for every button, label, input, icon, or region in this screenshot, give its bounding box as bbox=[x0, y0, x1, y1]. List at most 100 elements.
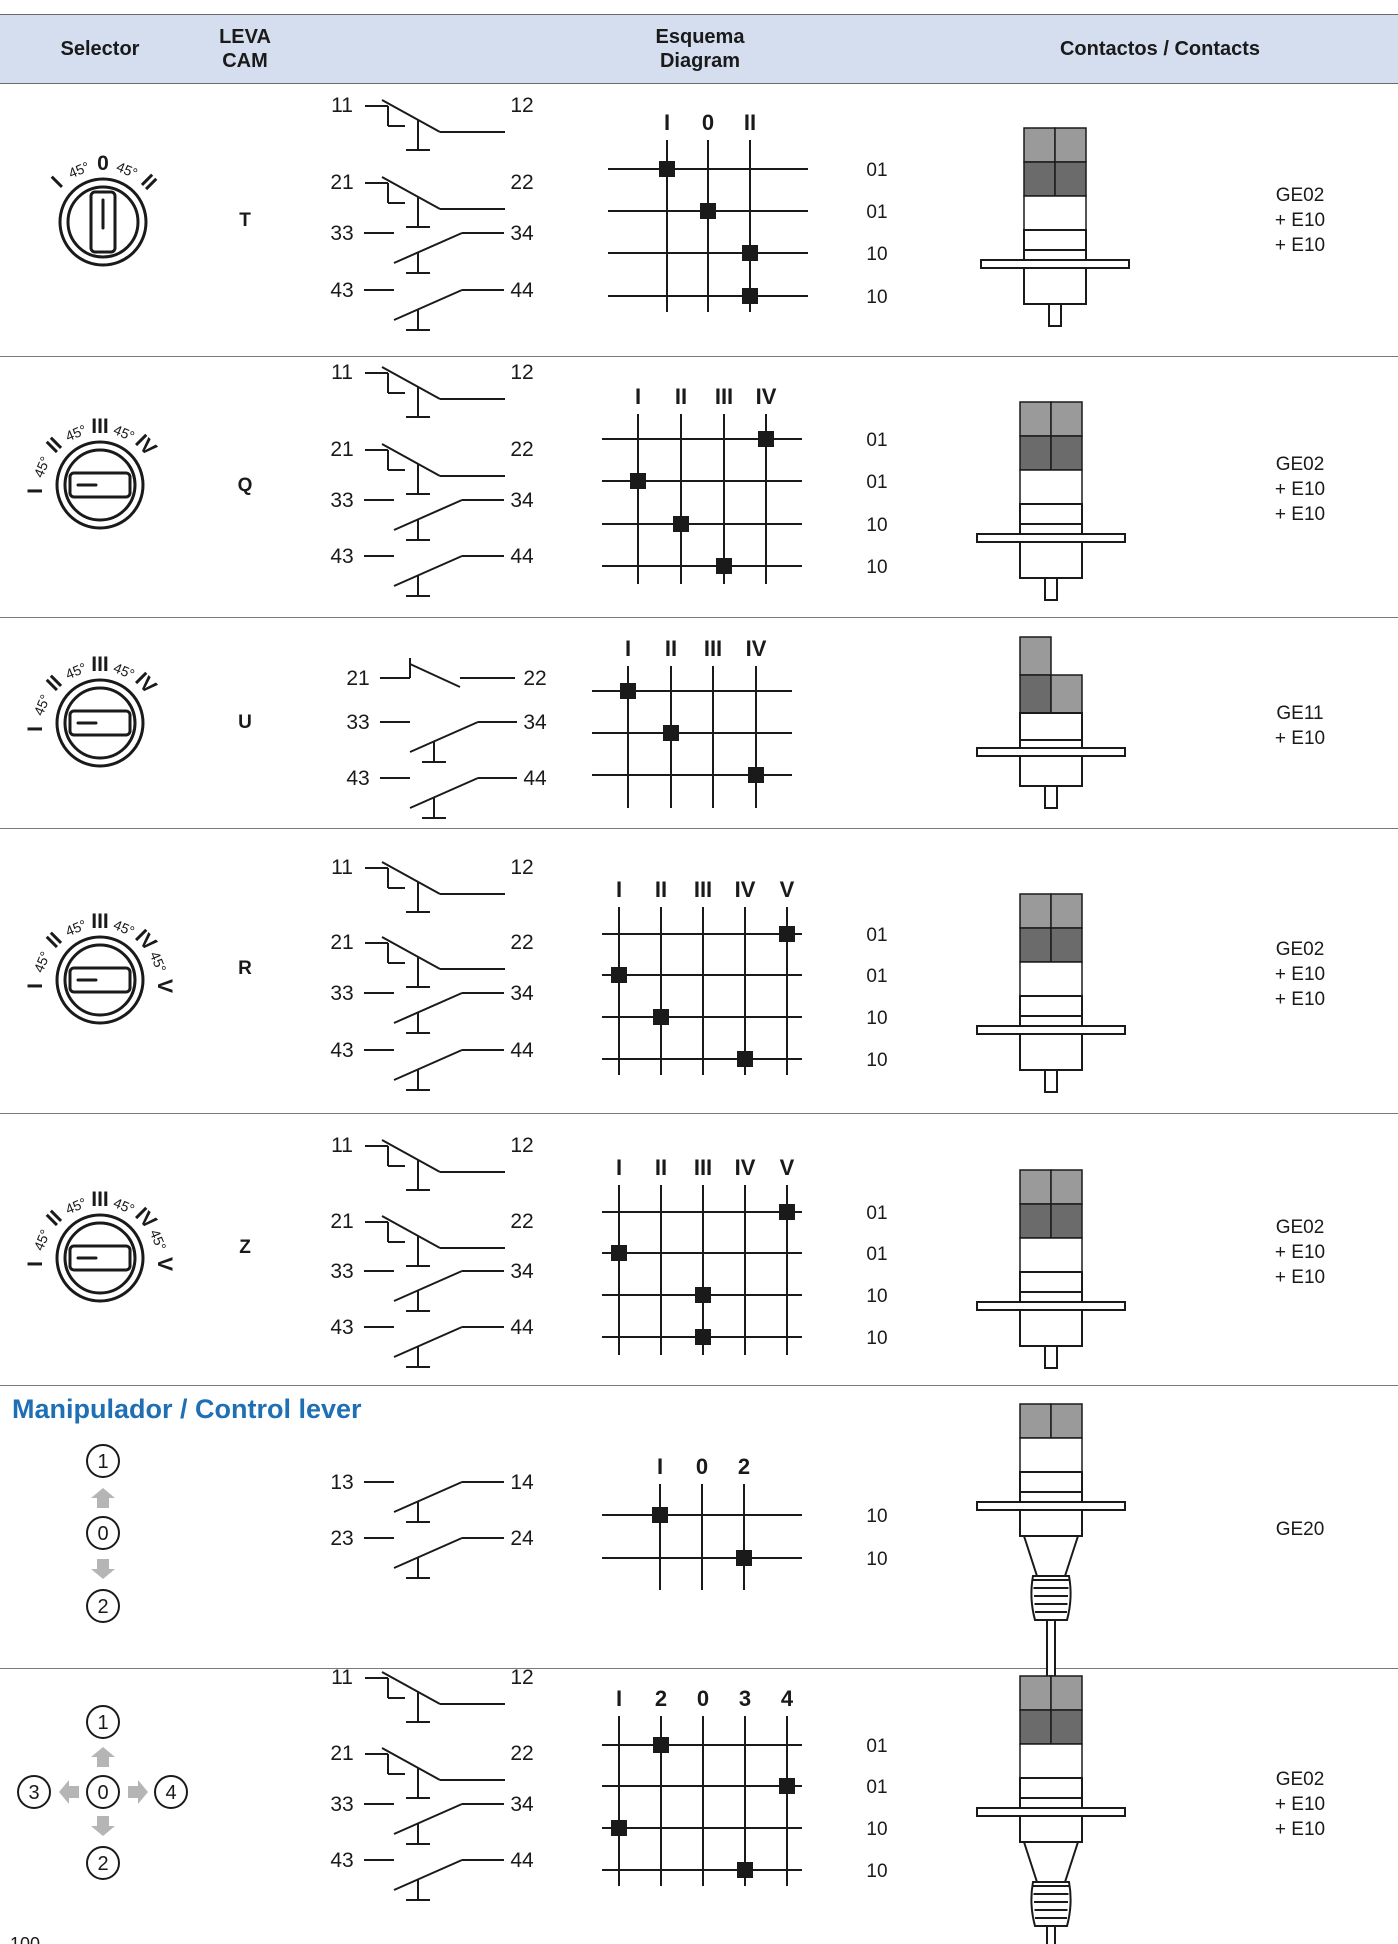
contact-code: 01 bbox=[866, 202, 887, 223]
terminal-label: 44 bbox=[510, 1849, 534, 1872]
position-label: 0 bbox=[697, 1686, 709, 1711]
terminal-label: 33 bbox=[330, 1260, 353, 1283]
dial-position-label: IV bbox=[130, 668, 160, 698]
position-label: 4 bbox=[781, 1686, 794, 1711]
row-divider bbox=[0, 828, 1398, 829]
contact-block bbox=[1019, 961, 1083, 997]
position-label: V bbox=[780, 1155, 795, 1180]
cam-code: Q bbox=[237, 475, 253, 496]
contact-block bbox=[1050, 1169, 1083, 1205]
contacts-spec: GE02+ E10+ E10 bbox=[1274, 1769, 1326, 1840]
cam-code: Z bbox=[239, 1237, 251, 1258]
terminal-label: 44 bbox=[510, 545, 534, 568]
switching-point bbox=[630, 473, 646, 489]
terminal-label: 11 bbox=[331, 94, 353, 117]
position-label: I bbox=[635, 384, 641, 409]
adapter-plate bbox=[1019, 1271, 1083, 1293]
dial-handle bbox=[68, 709, 132, 737]
terminal-label: 22 bbox=[510, 1742, 533, 1765]
contact-blade bbox=[393, 1803, 463, 1835]
contact-blade bbox=[381, 861, 441, 895]
lever-position-circle bbox=[86, 1705, 120, 1739]
terminal-label: 13 bbox=[330, 1471, 353, 1494]
lever-boot bbox=[1022, 1535, 1080, 1577]
contact-block-stack bbox=[980, 127, 1130, 327]
switching-point bbox=[716, 558, 732, 574]
contact-block bbox=[1019, 1237, 1083, 1273]
lever-rod bbox=[1046, 1925, 1056, 1944]
lever-position-circle bbox=[86, 1444, 120, 1478]
lever-position-circle bbox=[86, 1775, 120, 1809]
lever-position-label: 2 bbox=[97, 1596, 108, 1618]
lever-position-label: 3 bbox=[28, 1782, 39, 1804]
terminal-label: 21 bbox=[330, 438, 353, 461]
terminal-label: 22 bbox=[510, 171, 533, 194]
contact-code: 10 bbox=[866, 1549, 887, 1570]
contact-code: 01 bbox=[866, 1244, 887, 1265]
arrow-shape bbox=[91, 1559, 115, 1579]
adapter-plate bbox=[1019, 1777, 1083, 1799]
dial-position-label: II bbox=[42, 1206, 67, 1231]
contact-block bbox=[1054, 161, 1087, 197]
lever-position-label: 1 bbox=[97, 1451, 108, 1473]
cam-code: U bbox=[238, 712, 252, 733]
terminal-label: 44 bbox=[510, 1039, 534, 1062]
switching-point bbox=[653, 1009, 669, 1025]
operator-body bbox=[1019, 1309, 1083, 1347]
arrow-shape bbox=[128, 1780, 148, 1804]
arrow-shape bbox=[59, 1780, 79, 1804]
terminal-label: 33 bbox=[330, 1793, 353, 1816]
contact-block bbox=[1019, 1403, 1052, 1439]
contact-code: 10 bbox=[866, 1819, 887, 1840]
contact-block bbox=[1050, 1203, 1083, 1239]
contact-block bbox=[1019, 1675, 1052, 1711]
switching-point bbox=[758, 431, 774, 447]
dial-position-label: I bbox=[24, 983, 47, 989]
dial-position-label: I bbox=[47, 172, 67, 192]
contact-blade bbox=[381, 99, 441, 133]
mounting-flange bbox=[976, 1025, 1126, 1035]
contact-code: 01 bbox=[866, 472, 887, 493]
mounting-flange bbox=[976, 1807, 1126, 1817]
contact-code: 10 bbox=[866, 287, 887, 308]
dial-degree-label: 45° bbox=[147, 949, 170, 975]
position-label: V bbox=[780, 877, 795, 902]
header-selector: Selector bbox=[60, 38, 140, 60]
lever-position-label: 4 bbox=[165, 1782, 176, 1804]
terminal-label: 12 bbox=[510, 94, 533, 117]
switching-point bbox=[737, 1051, 753, 1067]
adapter-plate bbox=[1019, 1797, 1083, 1809]
switching-point bbox=[653, 1737, 669, 1753]
switching-point bbox=[611, 1820, 627, 1836]
position-label: I bbox=[664, 110, 670, 135]
terminal-label: 21 bbox=[330, 1742, 353, 1765]
position-label: IV bbox=[735, 1155, 756, 1180]
position-label: 2 bbox=[738, 1454, 750, 1479]
dial-position-label: II bbox=[42, 433, 67, 458]
contact-blade bbox=[381, 366, 441, 400]
dial-handle bbox=[68, 1244, 132, 1272]
dial-degree-label: 45° bbox=[114, 158, 140, 181]
terminal-label: 43 bbox=[330, 1316, 353, 1339]
terminal-label: 21 bbox=[346, 667, 369, 690]
contact-blade bbox=[409, 777, 479, 809]
contacts-spec: GE02+ E10+ E10 bbox=[1274, 1217, 1326, 1288]
contact-blade bbox=[393, 1049, 463, 1081]
position-label: IV bbox=[756, 384, 777, 409]
terminal-label: 33 bbox=[330, 222, 353, 245]
dial-position-label: I bbox=[24, 488, 47, 494]
row-divider bbox=[0, 356, 1398, 357]
lever-bellows bbox=[1030, 1881, 1072, 1927]
position-label: II bbox=[655, 877, 667, 902]
contacts-spec: GE02+ E10+ E10 bbox=[1274, 939, 1326, 1010]
contacts-spec: GE02+ E10+ E10 bbox=[1274, 454, 1326, 525]
contact-blade bbox=[381, 176, 441, 210]
contact-block bbox=[1019, 927, 1052, 963]
switching-point bbox=[736, 1550, 752, 1566]
terminal-label: 14 bbox=[510, 1471, 534, 1494]
